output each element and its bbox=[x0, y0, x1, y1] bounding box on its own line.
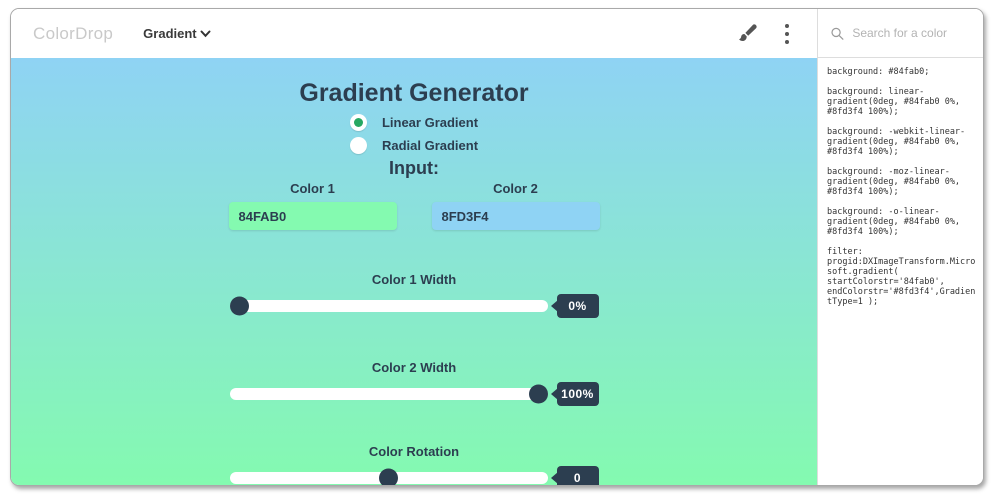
slider-row: 100% bbox=[229, 382, 599, 406]
paintbrush-icon[interactable] bbox=[736, 22, 759, 45]
gradient-preview-stage: Gradient Generator Linear Gradient Radia… bbox=[11, 58, 817, 485]
radio-radial-gradient[interactable]: Radial Gradient bbox=[349, 137, 479, 154]
color-2-group: Color 2 bbox=[431, 181, 600, 230]
slider-label: Color Rotation bbox=[368, 444, 460, 459]
slider-value-badge: 0 bbox=[556, 466, 599, 485]
color-1-label: Color 1 bbox=[290, 181, 335, 196]
nav-dropdown-gradient[interactable]: Gradient bbox=[143, 26, 211, 41]
app-logo: ColorDrop bbox=[33, 23, 114, 43]
color-1-width-slider-track[interactable] bbox=[229, 296, 548, 316]
radio-unselected-icon[interactable] bbox=[349, 137, 367, 154]
color-1-width-slider-group: Color 1 Width 0% bbox=[229, 272, 599, 318]
color-inputs-row: Color 1 Color 2 bbox=[228, 181, 600, 230]
color-1-width-slider-thumb[interactable] bbox=[229, 296, 249, 316]
color-1-group: Color 1 bbox=[228, 181, 397, 230]
nav-dropdown-label: Gradient bbox=[143, 26, 197, 41]
color-rotation-slider-thumb[interactable] bbox=[379, 468, 398, 485]
search-icon bbox=[831, 27, 844, 40]
slider-label: Color 2 Width bbox=[371, 360, 457, 375]
app-window: ColorDrop Gradient Gradient Generator bbox=[10, 8, 984, 486]
color-2-label: Color 2 bbox=[493, 181, 538, 196]
css-code-sidebar: background: #84fab0; background: linear-… bbox=[817, 58, 983, 485]
color-2-width-slider-thumb[interactable] bbox=[528, 384, 548, 404]
top-bar-actions bbox=[736, 9, 817, 58]
page-title: Gradient Generator bbox=[299, 79, 529, 107]
search-input[interactable] bbox=[852, 26, 971, 40]
radio-linear-gradient[interactable]: Linear Gradient bbox=[349, 114, 479, 131]
chevron-down-icon bbox=[200, 30, 211, 37]
color-2-input[interactable] bbox=[431, 202, 600, 230]
top-bar: ColorDrop Gradient bbox=[11, 9, 983, 58]
top-bar-left: ColorDrop Gradient bbox=[11, 9, 736, 58]
slider-value-badge: 100% bbox=[556, 382, 599, 406]
radio-label: Linear Gradient bbox=[381, 115, 479, 130]
radio-selected-icon[interactable] bbox=[349, 114, 367, 131]
color-rotation-slider-group: Color Rotation 0 bbox=[229, 444, 599, 485]
slider-value-badge: 0% bbox=[556, 294, 599, 318]
slider-label: Color 1 Width bbox=[371, 272, 457, 287]
radio-label: Radial Gradient bbox=[381, 138, 479, 153]
color-2-width-slider-group: Color 2 Width 100% bbox=[229, 360, 599, 406]
slider-row: 0 bbox=[229, 466, 599, 485]
color-search-box bbox=[817, 9, 983, 58]
kebab-menu-icon[interactable] bbox=[783, 22, 791, 46]
color-rotation-slider-track[interactable] bbox=[229, 468, 548, 485]
input-section-heading: Input: bbox=[389, 158, 439, 178]
color-2-width-slider-track[interactable] bbox=[229, 384, 548, 404]
generated-css-code: background: #84fab0; background: linear-… bbox=[827, 67, 976, 307]
gradient-type-options: Linear Gradient Radial Gradient bbox=[349, 114, 479, 154]
slider-row: 0% bbox=[229, 294, 599, 318]
app-body: Gradient Generator Linear Gradient Radia… bbox=[11, 58, 983, 485]
color-1-input[interactable] bbox=[228, 202, 397, 230]
